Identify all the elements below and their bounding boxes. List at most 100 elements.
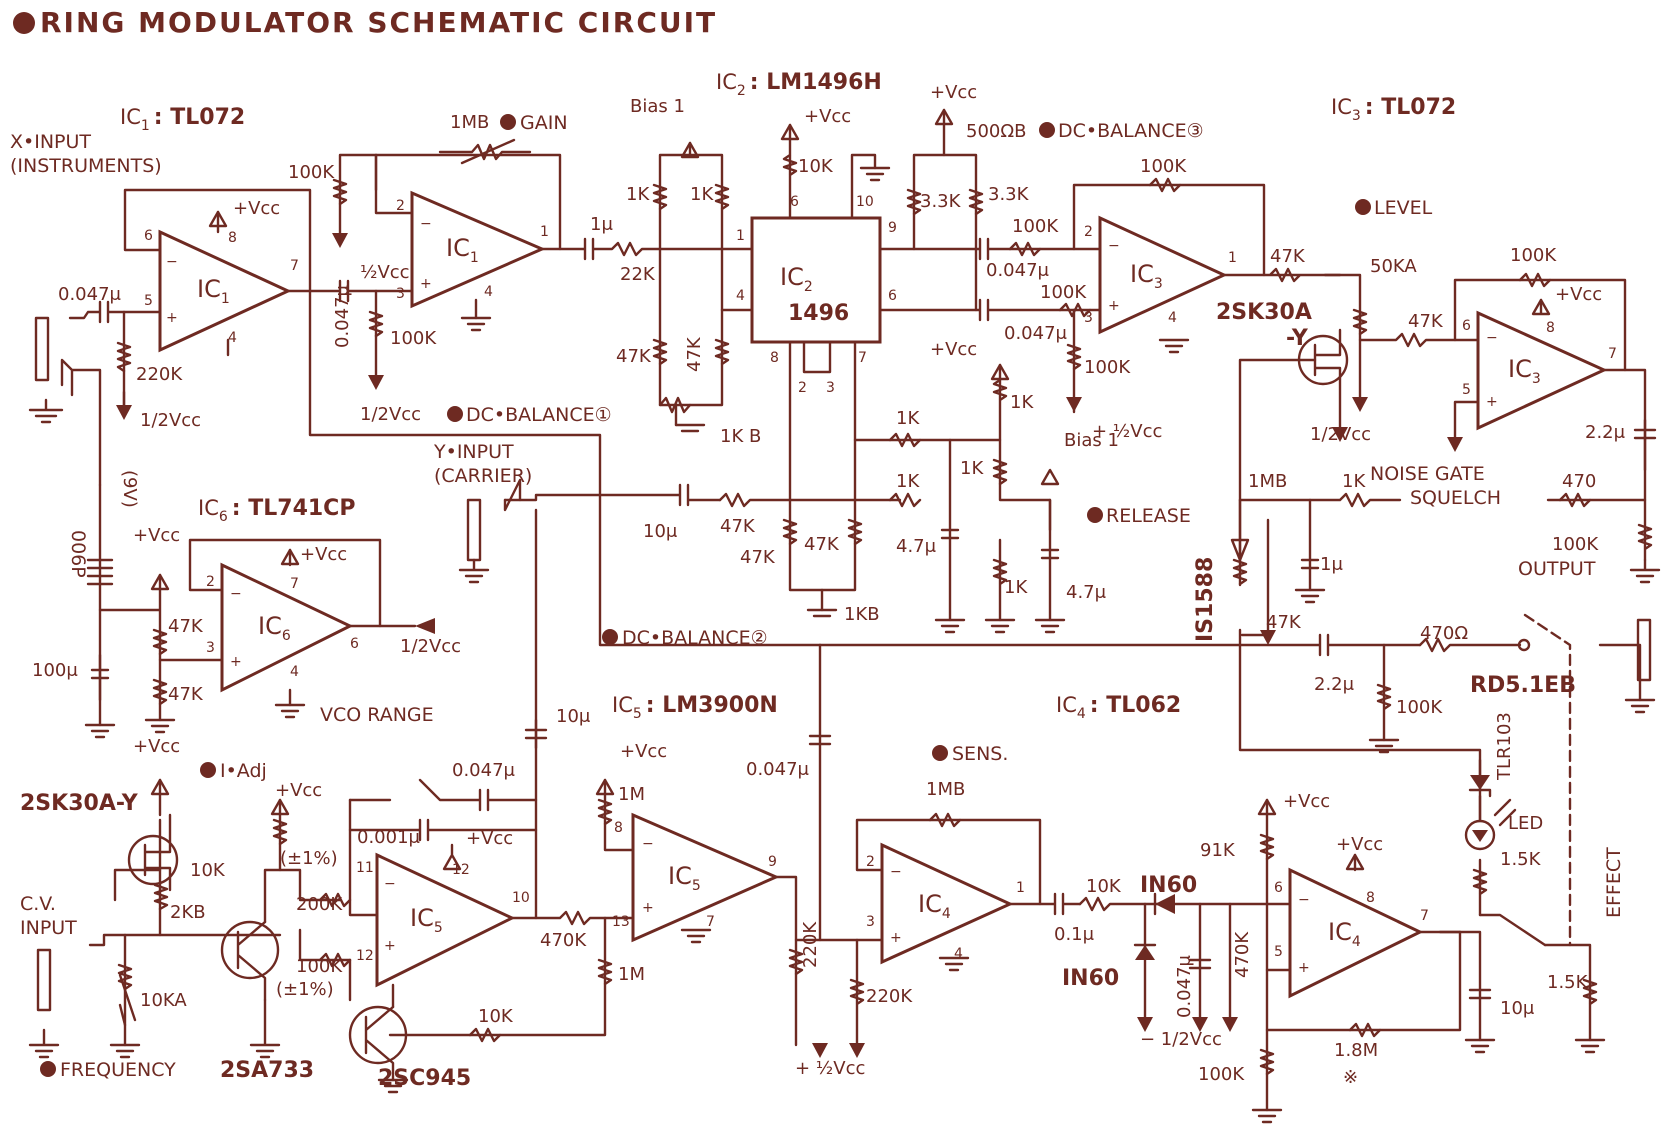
release-control-label: RELEASE — [1106, 505, 1191, 527]
battery-label: 006P — [67, 530, 89, 578]
q3-vcc: +Vcc — [275, 780, 322, 801]
r-47k-b: 47K — [684, 336, 705, 372]
squelch-label: SQUELCH — [1410, 487, 1501, 509]
level-control-label: LEVEL — [1374, 197, 1433, 219]
ic4b-vcc-a: +Vcc — [1283, 791, 1330, 812]
effect-label: EFFECT — [1603, 847, 1625, 918]
x-input-note: (INSTRUMENTS) — [10, 155, 162, 177]
c-47u-a: 4.7μ — [896, 536, 937, 557]
svg-text:8: 8 — [770, 350, 779, 366]
x-input-jack — [34, 316, 50, 382]
svg-text:9: 9 — [888, 220, 897, 236]
tolerance-a: (±1%) — [280, 848, 338, 869]
r-47k-a: 47K — [616, 346, 652, 367]
r-1k-a: 1K — [626, 184, 650, 205]
vr-10ka: 10KA — [140, 990, 187, 1011]
q1-part: 2SK30A-Y — [20, 791, 139, 816]
ic3b-opamp: −+ IC3 65 78 — [1462, 310, 1617, 431]
svg-text:+: + — [420, 276, 432, 292]
labels: X•INPUT (INSTRUMENTS) Y•INPUT (CARRIER) … — [10, 82, 1626, 1091]
r-1k-d: 1K — [1010, 392, 1034, 413]
r-22k: 22K — [620, 264, 656, 285]
ic6-vcc-a: +Vcc — [133, 525, 180, 546]
svg-text:6: 6 — [1462, 318, 1471, 334]
title-block: RING MODULATOR SCHEMATIC CIRCUIT — [13, 6, 715, 39]
svg-text:4: 4 — [484, 284, 493, 300]
svg-text:7: 7 — [1608, 346, 1617, 362]
svg-text:6: 6 — [790, 194, 799, 210]
svg-text:8: 8 — [614, 820, 623, 836]
ic2-vcc-b: +Vcc — [930, 82, 977, 103]
ic1b-bias: 1/2Vcc — [360, 404, 421, 425]
ic5a-label: IC5 — [410, 904, 443, 936]
svg-text:−: − — [420, 216, 432, 232]
ic4a-label: IC4 — [918, 890, 951, 922]
circuit-wiring — [68, 108, 1657, 1112]
in60-part-b: IN60 — [1062, 966, 1119, 991]
r-100k-ic3in2: 100K — [1040, 282, 1087, 303]
r-91k: 91K — [1200, 840, 1236, 861]
q2-part: 2SK30A — [1216, 300, 1312, 325]
r-1k-g: 1K — [1004, 577, 1028, 598]
ic3b-vcc: +Vcc — [1555, 284, 1602, 305]
r-200k: 200K — [296, 894, 343, 915]
svg-text:+: + — [166, 310, 178, 326]
svg-text:7: 7 — [290, 576, 299, 592]
jfet-half-vcc: 1/2Vcc — [1310, 424, 1371, 445]
svg-text:6: 6 — [888, 288, 897, 304]
c-0001: 0.001μ — [357, 827, 421, 848]
r-470k-ic5: 470K — [540, 930, 587, 951]
c-10u-vco: 10μ — [556, 706, 591, 727]
svg-text:6: 6 — [350, 636, 359, 652]
svg-text:+: + — [1486, 394, 1498, 410]
ic1a-label: IC1 — [197, 275, 230, 307]
svg-text:5: 5 — [144, 293, 153, 309]
vcc-label-c: +Vcc — [930, 339, 977, 360]
svg-text:5: 5 — [1462, 382, 1471, 398]
r-100k-ic3in1: 100K — [1012, 216, 1059, 237]
svg-text:+: + — [642, 900, 654, 916]
svg-text:1: 1 — [540, 224, 549, 240]
svg-text:7: 7 — [1420, 908, 1429, 924]
svg-text:−: − — [230, 586, 242, 602]
ic2-heading: IC2: LM1496H — [716, 70, 882, 99]
svg-text:1: 1 — [1228, 250, 1237, 266]
frequency-control-label: FREQUENCY — [60, 1059, 176, 1081]
ic5b-vcc: +Vcc — [620, 741, 667, 762]
vr-1mb-ng: 1MB — [1248, 471, 1287, 492]
tolerance-b: (±1%) — [276, 979, 334, 1000]
c-1u-ng: 1μ — [1320, 554, 1343, 575]
r-1m-a: 1M — [618, 964, 645, 985]
r-15k-a: 1.5K — [1500, 849, 1542, 870]
svg-text:3: 3 — [826, 380, 835, 396]
svg-text:3: 3 — [1084, 310, 1093, 326]
svg-text:1: 1 — [736, 228, 745, 244]
r-100k-ic4b: 100K — [1198, 1064, 1245, 1085]
vr-1mb-gain: 1MB — [450, 112, 489, 133]
r-1k-f: 1K — [896, 471, 920, 492]
r-47k-d: 47K — [804, 534, 840, 555]
ic-headings: IC1: TL072 IC2: LM1496H IC3: TL072 IC4: … — [120, 70, 1456, 722]
ic2-vcc: +Vcc — [804, 106, 851, 127]
ic1-heading: IC1: TL072 — [120, 105, 245, 134]
c-0047-ic4: 0.047μ — [746, 759, 810, 780]
y-input-label: Y•INPUT — [433, 441, 514, 463]
r-47k-ic6b: 47K — [168, 684, 204, 705]
r-100k-ic3fb: 100K — [1140, 156, 1187, 177]
r-100k-eff: 100K — [1396, 697, 1443, 718]
vr-2kb: 2KB — [170, 902, 206, 923]
c-0047-cpl: 0.047μ — [332, 284, 353, 348]
note-mark: ※ — [1343, 1067, 1358, 1088]
ic5-heading: IC5: LM3900N — [612, 693, 778, 722]
semiconductors — [1133, 758, 1517, 960]
ic5a-vcc: +Vcc — [466, 828, 513, 849]
cv-input-jack — [36, 948, 52, 1012]
svg-text:13: 13 — [612, 914, 630, 930]
svg-text:7: 7 — [706, 914, 715, 930]
r-220k-a: 220K — [800, 921, 821, 968]
dc-balance-1-label: DC•BALANCE① — [466, 404, 612, 426]
jacks — [34, 316, 1652, 1012]
ic4a-opamp: −+ IC4 23 14 — [866, 842, 1025, 965]
c-47u-b: 4.7μ — [1066, 582, 1107, 603]
